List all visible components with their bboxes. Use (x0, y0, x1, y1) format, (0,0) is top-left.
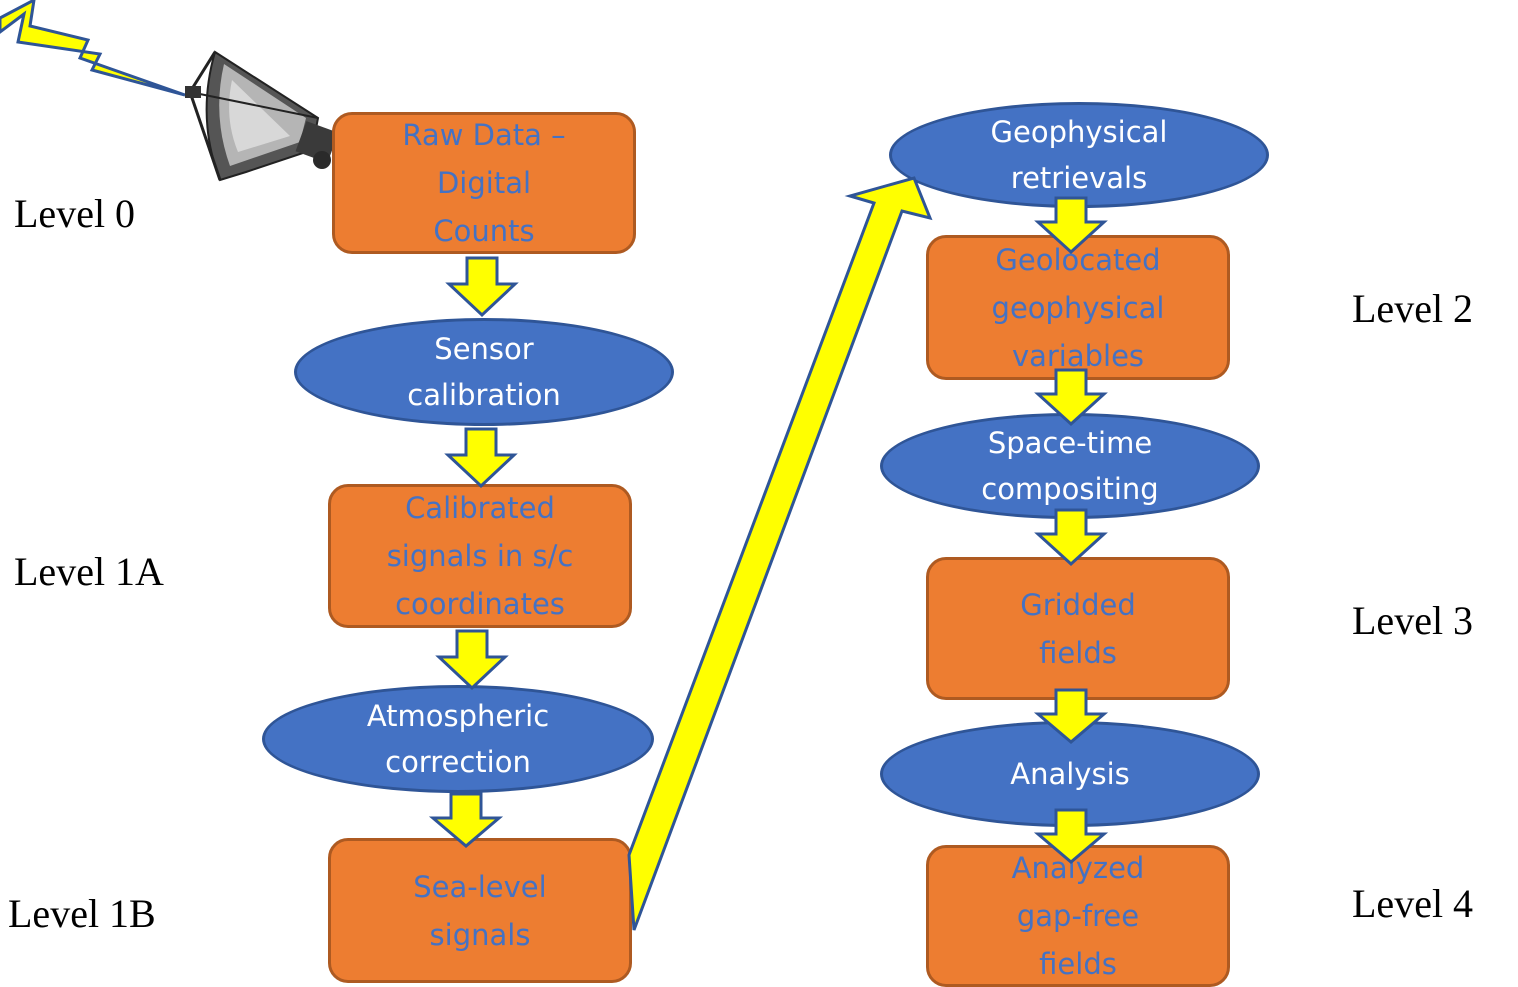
calibrated-signals-box: Calibrated signals in s/c coordinates (328, 484, 632, 628)
down-arrow-icon (445, 256, 519, 318)
level-1b-label: Level 1B (8, 891, 156, 936)
down-arrow-icon (1034, 508, 1108, 567)
down-arrow-icon (1033, 808, 1109, 864)
down-arrow-icon (428, 792, 504, 848)
sensor-calibration-text: Sensor calibration (407, 332, 561, 412)
satellite-dish-icon (185, 50, 339, 182)
sensor-calibration-oval: Sensor calibration (294, 318, 674, 426)
analyzed-fields-box: Analyzed gap-free fields (926, 845, 1230, 987)
down-arrow-icon (444, 427, 518, 489)
level-0-label: Level 0 (14, 191, 136, 236)
sea-level-signals-box: Sea-level signals (328, 838, 632, 983)
raw-data-text: Raw Data – Digital Counts (402, 118, 566, 248)
lightning-bolt-icon (0, 0, 186, 97)
down-arrow-icon (1034, 368, 1108, 427)
calibrated-signals-text: Calibrated signals in s/c coordinates (386, 491, 574, 621)
gridded-fields-text: Gridded fields (1020, 587, 1136, 670)
level-4-label: Level 4 (1352, 881, 1474, 926)
down-arrow-icon (435, 629, 509, 691)
level-2-label: Level 2 (1352, 286, 1474, 331)
down-arrow-icon (1034, 196, 1108, 255)
space-time-compositing-text: Space-time compositing (981, 426, 1159, 506)
diagonal-arrow-icon (627, 176, 933, 931)
space-time-compositing-oval: Space-time compositing (880, 413, 1260, 519)
analyzed-fields-text: Analyzed gap-free fields (1011, 851, 1145, 981)
sea-level-signals-text: Sea-level signals (413, 869, 547, 952)
atmospheric-correction-oval: Atmospheric correction (262, 685, 654, 793)
geolocated-variables-text: Geolocated geophysical variables (991, 242, 1165, 373)
level-3-label: Level 3 (1352, 598, 1474, 643)
geolocated-variables-box: Geolocated geophysical variables (926, 235, 1230, 380)
level-1a-label: Level 1A (14, 549, 164, 594)
atmospheric-correction-text: Atmospheric correction (366, 699, 550, 779)
analysis-text: Analysis (1010, 757, 1130, 791)
down-arrow-icon (1033, 688, 1109, 744)
raw-data-box: Raw Data – Digital Counts (332, 112, 636, 254)
geophysical-retrievals-text: Geophysical retrievals (990, 115, 1168, 195)
